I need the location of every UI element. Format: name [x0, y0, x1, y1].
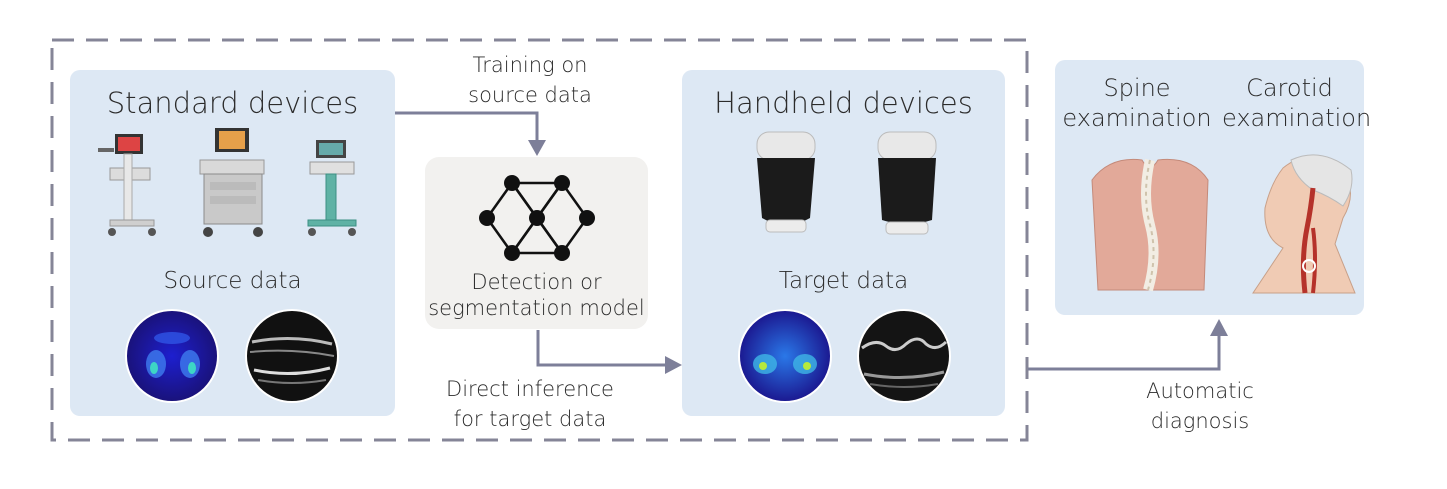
source-data-label: Source data — [163, 268, 302, 294]
training-label-line1: Training on — [472, 53, 588, 77]
target-heatmap-image — [738, 309, 832, 403]
source-ultrasound-image — [245, 309, 339, 403]
target-ultrasound-image — [857, 309, 951, 403]
inference-label-line2: for target data — [453, 407, 607, 431]
training-label-line2: source data — [468, 83, 592, 107]
spine-illustration — [1091, 158, 1209, 292]
handheld-devices-title: Handheld devices — [714, 86, 973, 120]
standard-devices-title: Standard devices — [106, 86, 359, 120]
target-data-label: Target data — [778, 268, 909, 294]
handheld-devices-panel — [682, 70, 1005, 416]
model-label-line1: Detection or — [471, 270, 602, 294]
neural-network-icon — [479, 175, 595, 261]
inference-label-line1: Direct inference — [446, 377, 614, 401]
model-label-line2: segmentation model — [428, 296, 645, 320]
diagnosis-label-line2: diagnosis — [1150, 409, 1250, 433]
handheld-probes-illustration — [756, 131, 937, 235]
spine-title-line1: Spine — [1103, 74, 1171, 102]
spine-title-line2: examination — [1062, 104, 1212, 132]
source-heatmap-image — [125, 309, 219, 403]
carotid-illustration — [1252, 154, 1356, 294]
model-box — [425, 157, 648, 329]
standard-devices-panel — [70, 70, 395, 416]
standard-ultrasound-carts-illustration — [98, 128, 357, 237]
diagnosis-label-line1: Automatic — [1146, 379, 1254, 403]
carotid-title-line1: Carotid — [1246, 74, 1333, 102]
carotid-title-line2: examination — [1222, 104, 1372, 132]
